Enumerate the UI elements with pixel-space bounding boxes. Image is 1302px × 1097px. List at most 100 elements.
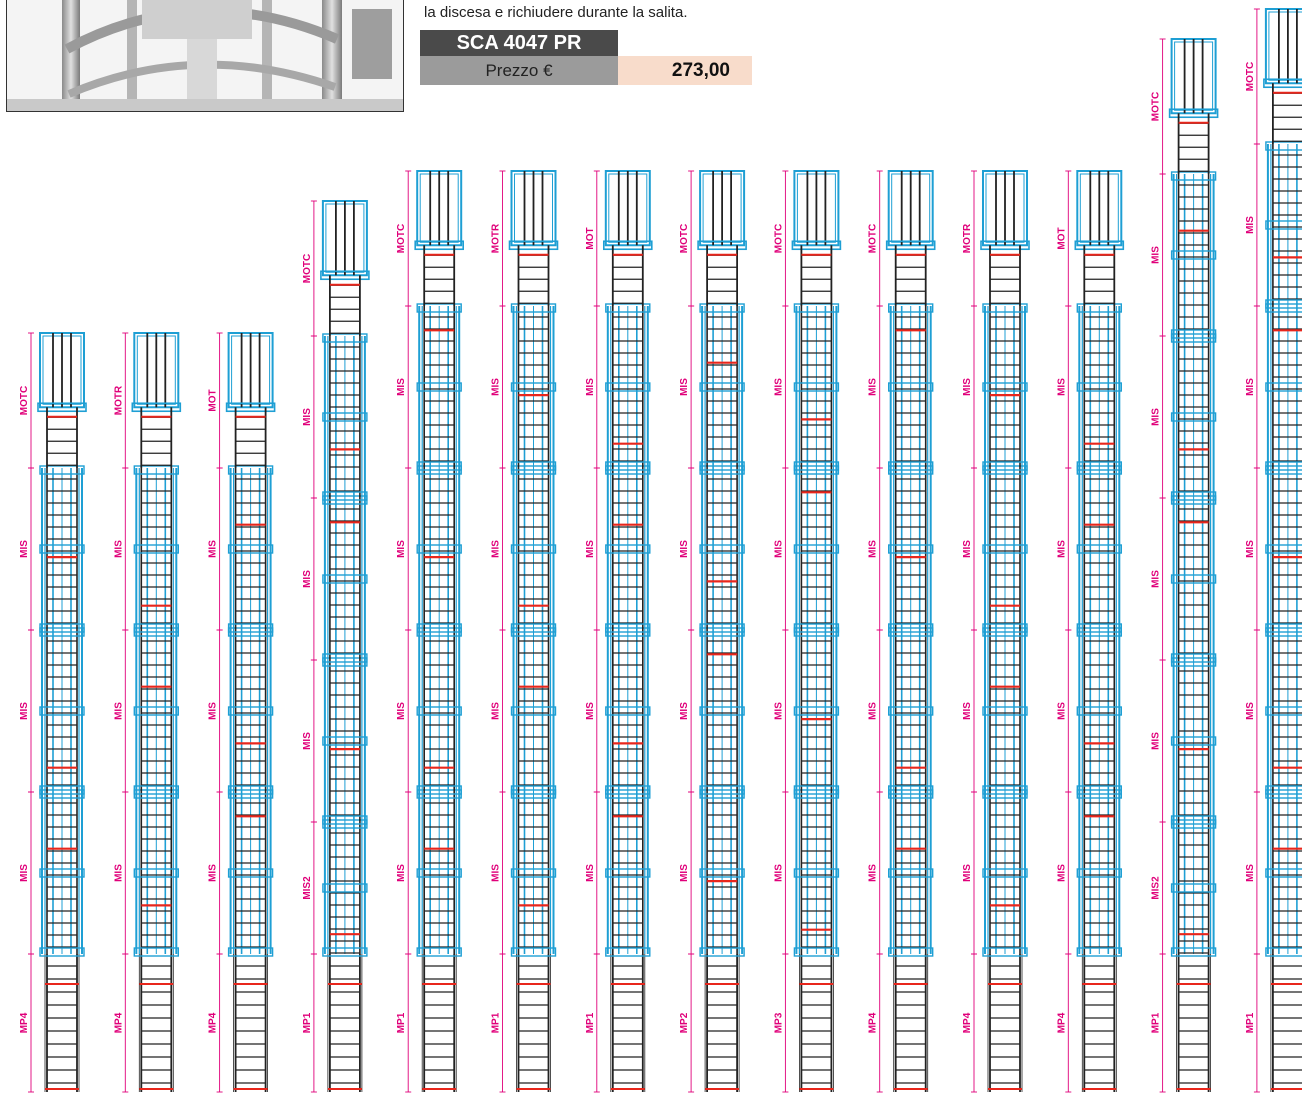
segment-label: MIS xyxy=(1151,408,1162,426)
ladder-photo-image xyxy=(7,0,403,111)
segment-label: MIS xyxy=(1245,216,1256,234)
segment-label: MIS xyxy=(868,702,879,720)
segment-label: MIS xyxy=(868,540,879,558)
ladder-configuration: MP1 MIS MIS MIS MIS MOTC xyxy=(396,170,465,1093)
segment-label: MOT xyxy=(1056,227,1067,249)
segment-label: MOTC xyxy=(19,386,30,415)
segment-label: MIS xyxy=(113,864,124,882)
segment-label: MOTC xyxy=(302,254,313,283)
ladder-configuration: MP4 MIS MIS MIS MIS MOTC xyxy=(868,170,936,1093)
segment-label: MIS xyxy=(1056,864,1067,882)
segment-label: MOT xyxy=(208,389,219,411)
ladder-configuration: MP4 MIS MIS MIS MIS MOTR xyxy=(962,170,1030,1093)
segment-label: MIS xyxy=(396,540,407,558)
segment-label: MP1 xyxy=(585,1012,596,1033)
product-description: la discesa e richiudere durante la salit… xyxy=(424,4,688,21)
segment-label: MIS xyxy=(396,864,407,882)
segment-label: MIS xyxy=(1245,540,1256,558)
segment-label: MP4 xyxy=(1056,1012,1067,1033)
segment-label: MIS xyxy=(868,864,879,882)
segment-label: MP1 xyxy=(1245,1012,1256,1033)
segment-label: MIS xyxy=(679,702,690,720)
segment-label: MP3 xyxy=(773,1012,784,1033)
ladder-configuration: MP1 MIS2 MIS MIS MIS MOTC xyxy=(302,200,370,1093)
segment-label: MP1 xyxy=(1151,1012,1162,1033)
segment-label: MOT xyxy=(585,227,596,249)
segment-label: MOTC xyxy=(679,224,690,253)
segment-label: MIS xyxy=(962,702,973,720)
segment-label: MIS xyxy=(1245,702,1256,720)
segment-label: MOTC xyxy=(396,224,407,253)
price-value: 273,00 xyxy=(618,56,752,85)
segment-label: MP4 xyxy=(962,1012,973,1033)
ladder-configuration: MP4 MIS MIS MIS MOT xyxy=(208,332,276,1093)
segment-label: MOTC xyxy=(1151,92,1162,121)
segment-label: MIS xyxy=(396,378,407,396)
segment-label: MP1 xyxy=(302,1012,313,1033)
segment-label: MIS xyxy=(491,702,502,720)
product-photo xyxy=(6,0,404,112)
segment-label: MIS xyxy=(1151,570,1162,588)
segment-label: MIS xyxy=(491,864,502,882)
segment-label: MIS xyxy=(1245,378,1256,396)
segment-label: MP4 xyxy=(208,1012,219,1033)
segment-label: MP4 xyxy=(19,1012,30,1033)
segment-label: MIS xyxy=(962,378,973,396)
segment-label: MIS xyxy=(679,540,690,558)
segment-label: MIS xyxy=(208,702,219,720)
segment-label: MIS xyxy=(1245,864,1256,882)
ladder-configuration: MP1 MIS MIS MIS MIS MOTR xyxy=(491,170,559,1093)
segment-label: MP1 xyxy=(396,1012,407,1033)
segment-label: MIS xyxy=(491,378,502,396)
segment-label: MIS2 xyxy=(302,876,313,900)
product-code: SCA 4047 PR xyxy=(420,30,618,56)
segment-label: MIS2 xyxy=(1151,876,1162,900)
segment-label: MIS xyxy=(302,570,313,588)
segment-label: MOTC xyxy=(1245,62,1256,91)
segment-label: MIS xyxy=(208,864,219,882)
segment-label: MP1 xyxy=(491,1012,502,1033)
segment-label: MIS xyxy=(773,540,784,558)
segment-label: MIS xyxy=(302,408,313,426)
segment-label: MP2 xyxy=(679,1012,690,1033)
segment-label: MIS xyxy=(679,864,690,882)
segment-label: MOTR xyxy=(962,223,973,253)
ladder-configuration: MP2 MIS MIS MIS MIS MOTC xyxy=(679,170,747,1093)
segment-label: MIS xyxy=(773,378,784,396)
segment-label: MOTR xyxy=(113,385,124,415)
segment-label: MIS xyxy=(1056,702,1067,720)
segment-label: MP4 xyxy=(868,1012,879,1033)
segment-label: MOTR xyxy=(491,223,502,253)
segment-label: MIS xyxy=(1151,246,1162,264)
segment-label: MIS xyxy=(773,702,784,720)
segment-label: MIS xyxy=(113,540,124,558)
segment-label: MIS xyxy=(679,378,690,396)
segment-label: MIS xyxy=(868,378,879,396)
segment-label: MIS xyxy=(19,540,30,558)
ladder-configuration: MP4 MIS MIS MIS MOTR xyxy=(113,332,182,1093)
segment-label: MIS xyxy=(585,864,596,882)
segment-label: MIS xyxy=(19,702,30,720)
segment-label: MIS xyxy=(1151,732,1162,750)
segment-label: MIS xyxy=(1056,540,1067,558)
ladder-configuration: MP1 MIS2 MIS MIS MIS MIS MOTC xyxy=(1151,38,1219,1093)
segment-label: MIS xyxy=(208,540,219,558)
segment-label: MIS xyxy=(491,540,502,558)
segment-label: MP4 xyxy=(113,1012,124,1033)
segment-label: MIS xyxy=(396,702,407,720)
segment-label: MIS xyxy=(773,864,784,882)
segment-label: MOTC xyxy=(868,224,879,253)
segment-label: MIS xyxy=(113,702,124,720)
price-label: Prezzo € xyxy=(420,56,618,85)
segment-label: MIS xyxy=(585,702,596,720)
segment-label: MIS xyxy=(302,732,313,750)
segment-label: MIS xyxy=(962,540,973,558)
segment-label: MIS xyxy=(962,864,973,882)
ladder-configuration: MP1 MIS MIS MIS MIS MIS MOTC xyxy=(1245,8,1302,1093)
segment-label: MIS xyxy=(585,540,596,558)
